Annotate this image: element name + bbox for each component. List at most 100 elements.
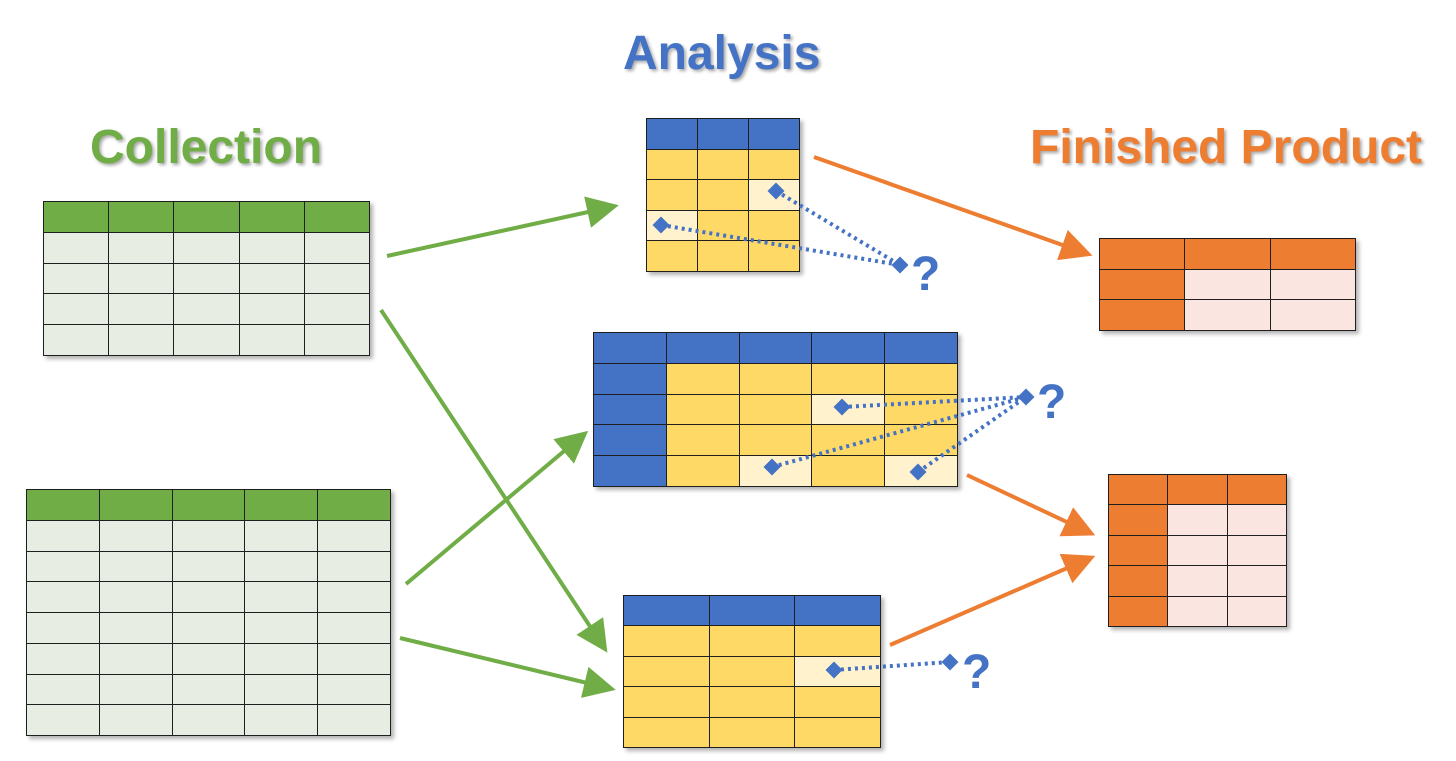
collection-table-2	[26, 489, 391, 736]
table-cell	[1270, 300, 1356, 331]
analysis-table-2	[593, 332, 958, 487]
header-cell	[44, 202, 110, 233]
header-cell	[666, 333, 740, 364]
collection-table-1	[43, 201, 370, 356]
table-cell	[795, 717, 881, 748]
arrow-collection2-analysis2	[404, 430, 589, 586]
header-cell	[1109, 505, 1169, 536]
table-cell	[304, 263, 370, 295]
header-cell	[1185, 239, 1271, 270]
table-cell	[647, 149, 698, 181]
arrow-collection1-analysis1	[386, 196, 619, 258]
table-cell	[44, 263, 110, 295]
dotted-link-a1	[774, 189, 902, 267]
table-cell	[709, 626, 796, 657]
header-cell	[99, 490, 173, 521]
header-cell	[749, 119, 800, 150]
header-cell	[304, 202, 370, 233]
table-cell	[709, 656, 796, 688]
table-cell	[739, 394, 813, 426]
header-cell	[245, 490, 319, 521]
header-cell	[172, 490, 246, 521]
table-cell	[318, 613, 391, 644]
table-cell	[795, 687, 881, 718]
table-cell	[304, 294, 370, 326]
highlighted-cell	[739, 456, 813, 487]
header-cell	[1227, 475, 1287, 506]
header-cell	[594, 363, 667, 395]
table-cell	[44, 325, 110, 356]
header-cell	[795, 596, 881, 627]
question-mark-1: ?	[911, 248, 940, 301]
table-cell	[109, 232, 175, 264]
table-cell	[245, 705, 319, 736]
table-cell	[245, 613, 319, 644]
arrow-collection1-analysis3	[379, 308, 608, 653]
diamond-marker	[909, 463, 927, 481]
header-cell	[1100, 269, 1186, 301]
question-mark-3: ?	[962, 646, 991, 699]
table-cell	[304, 232, 370, 264]
table-cell	[99, 520, 173, 552]
table-cell	[1168, 535, 1228, 567]
arrow-analysis2-finished2	[966, 473, 1096, 537]
table-cell	[812, 363, 886, 395]
header-cell	[1109, 596, 1169, 627]
table-cell	[44, 232, 110, 264]
table-cell	[1185, 269, 1271, 301]
table-cell	[172, 520, 246, 552]
question-mark-2: ?	[1037, 376, 1066, 429]
finished-table-2	[1108, 474, 1287, 627]
table-cell	[624, 626, 710, 657]
table-cell	[318, 643, 391, 675]
table-cell	[27, 613, 100, 644]
table-cell	[1168, 566, 1228, 597]
table-cell	[795, 626, 881, 657]
table-cell	[647, 241, 698, 272]
table-cell	[318, 705, 391, 736]
arrow-analysis1-finished1	[813, 155, 1093, 261]
table-cell	[245, 551, 319, 583]
table-cell	[1168, 505, 1228, 536]
diamond-marker	[941, 653, 959, 671]
analysis-table-3	[623, 595, 881, 748]
table-cell	[44, 294, 110, 326]
table-cell	[885, 425, 958, 457]
table-cell	[27, 551, 100, 583]
table-cell	[709, 687, 796, 718]
table-cell	[99, 582, 173, 613]
dotted-link-b2	[771, 395, 1027, 469]
header-cell	[318, 490, 391, 521]
table-cell	[666, 425, 740, 457]
table-cell	[174, 325, 240, 356]
table-cell	[749, 149, 800, 181]
table-cell	[624, 717, 710, 748]
table-cell	[318, 551, 391, 583]
table-cell	[99, 551, 173, 583]
header-cell	[1109, 475, 1169, 506]
table-cell	[698, 241, 749, 272]
diamond-marker	[652, 216, 670, 234]
collection-title: Collection	[90, 121, 323, 174]
finished-product-title: Finished Product	[1030, 121, 1423, 174]
dotted-link-a2	[660, 223, 901, 267]
header-cell	[239, 202, 305, 233]
table-cell	[885, 363, 958, 395]
diamond-marker	[833, 398, 851, 416]
table-cell	[99, 643, 173, 675]
table-cell	[27, 705, 100, 736]
table-cell	[239, 294, 305, 326]
table-cell	[666, 456, 740, 487]
table-cell	[239, 232, 305, 264]
table-cell	[174, 232, 240, 264]
table-cell	[739, 363, 813, 395]
header-cell	[1100, 239, 1186, 270]
diamond-marker	[891, 256, 909, 274]
table-cell	[739, 425, 813, 457]
header-cell	[739, 333, 813, 364]
table-cell	[647, 180, 698, 211]
table-cell	[27, 643, 100, 675]
arrow-collection2-analysis3	[399, 636, 616, 698]
table-cell	[172, 643, 246, 675]
table-cell	[99, 705, 173, 736]
